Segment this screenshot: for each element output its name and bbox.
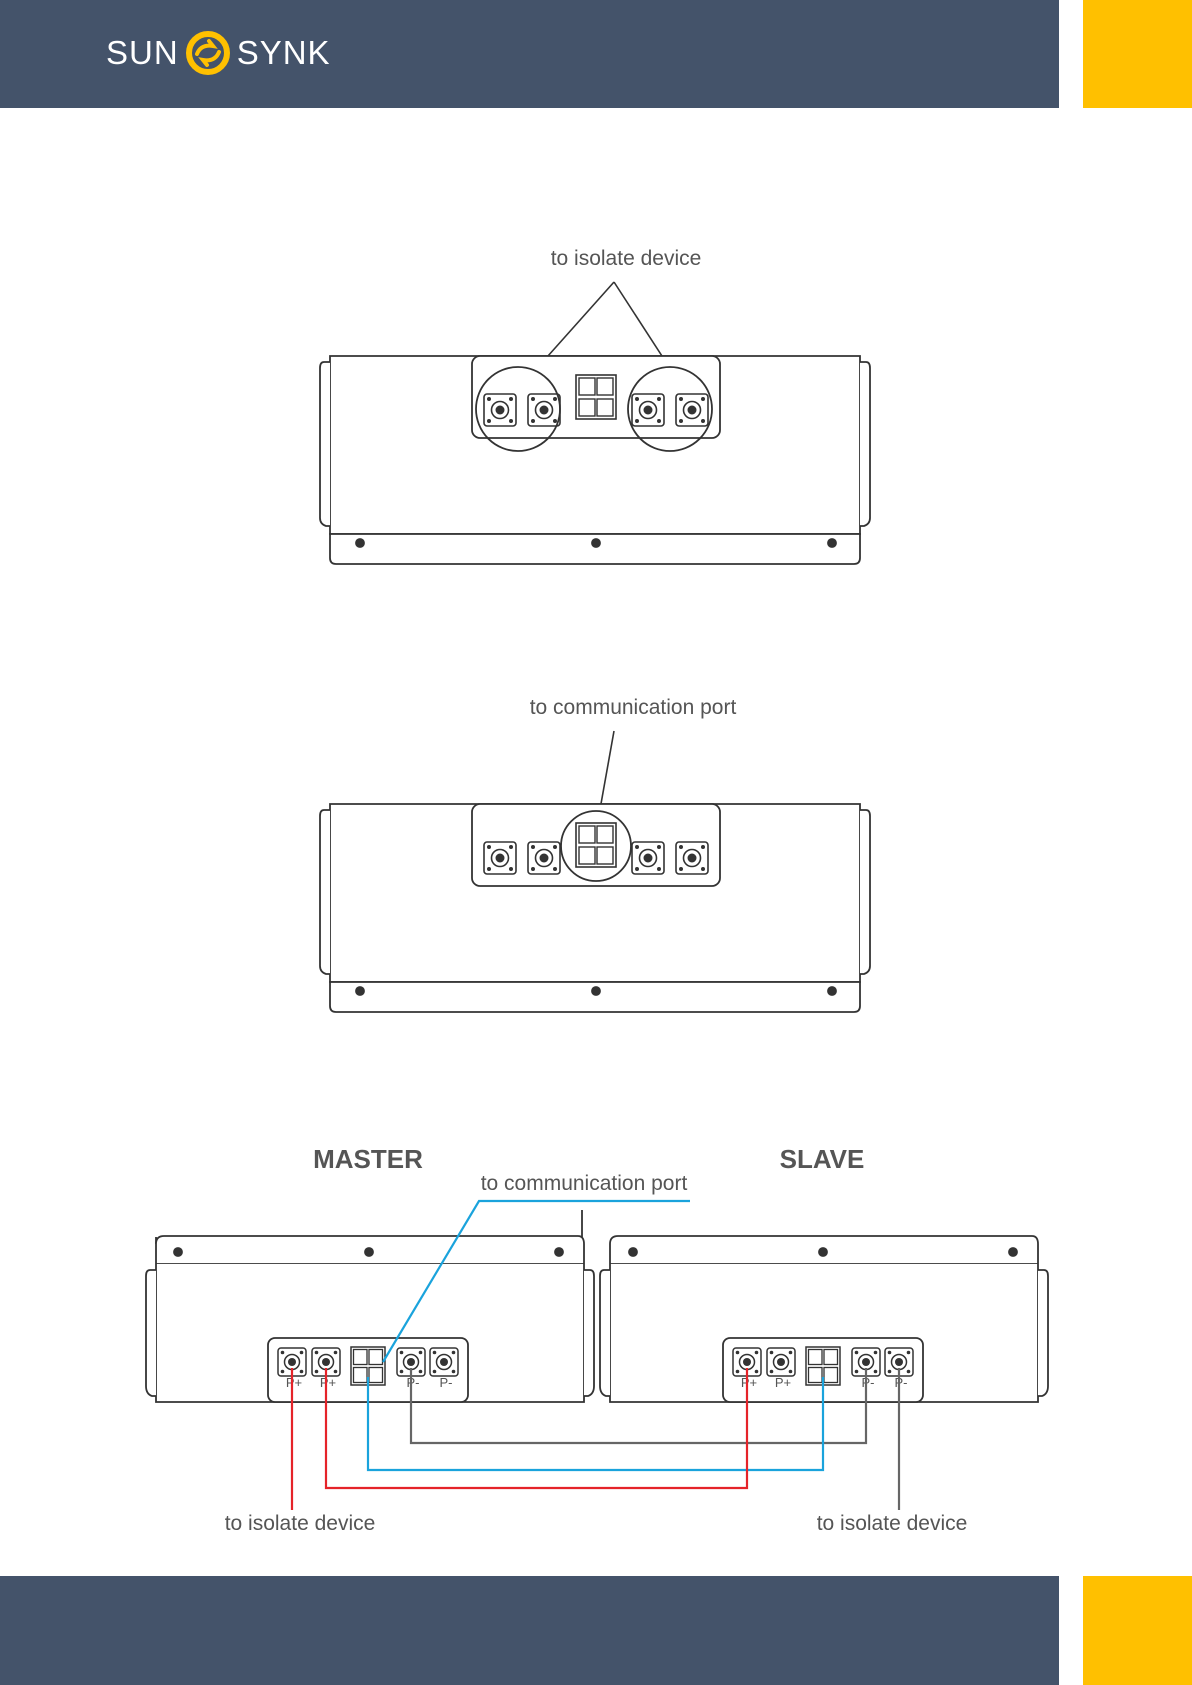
slave-terminal-label-2: P+	[775, 1375, 791, 1390]
callout-isolate-device: to isolate device	[551, 247, 702, 270]
figure-bottom-master-slave: MASTER SLAVE to communication port	[146, 1144, 1048, 1535]
figure-middle-comm: to communication port	[320, 696, 870, 1012]
master-terminal-label-1: P+	[286, 1375, 302, 1390]
master-terminal-label-2: P+	[320, 1375, 336, 1390]
right-isolate-callout: to isolate device	[817, 1512, 968, 1535]
callout-communication-port: to communication port	[530, 696, 737, 719]
left-isolate-callout: to isolate device	[225, 1512, 376, 1535]
slave-terminal-label-3: P-	[862, 1375, 875, 1390]
comm-port-callout: to communication port	[481, 1172, 688, 1195]
slave-terminal-label-1: P+	[741, 1375, 757, 1390]
master-terminal-label-4: P-	[440, 1375, 453, 1390]
callout-leader-line	[599, 731, 614, 815]
slave-label: SLAVE	[780, 1144, 865, 1174]
slave-terminal-label-4: P-	[895, 1375, 908, 1390]
master-label: MASTER	[313, 1144, 423, 1174]
figure-top-isolate: to isolate device	[320, 247, 870, 564]
master-terminal-label-3: P-	[407, 1375, 420, 1390]
